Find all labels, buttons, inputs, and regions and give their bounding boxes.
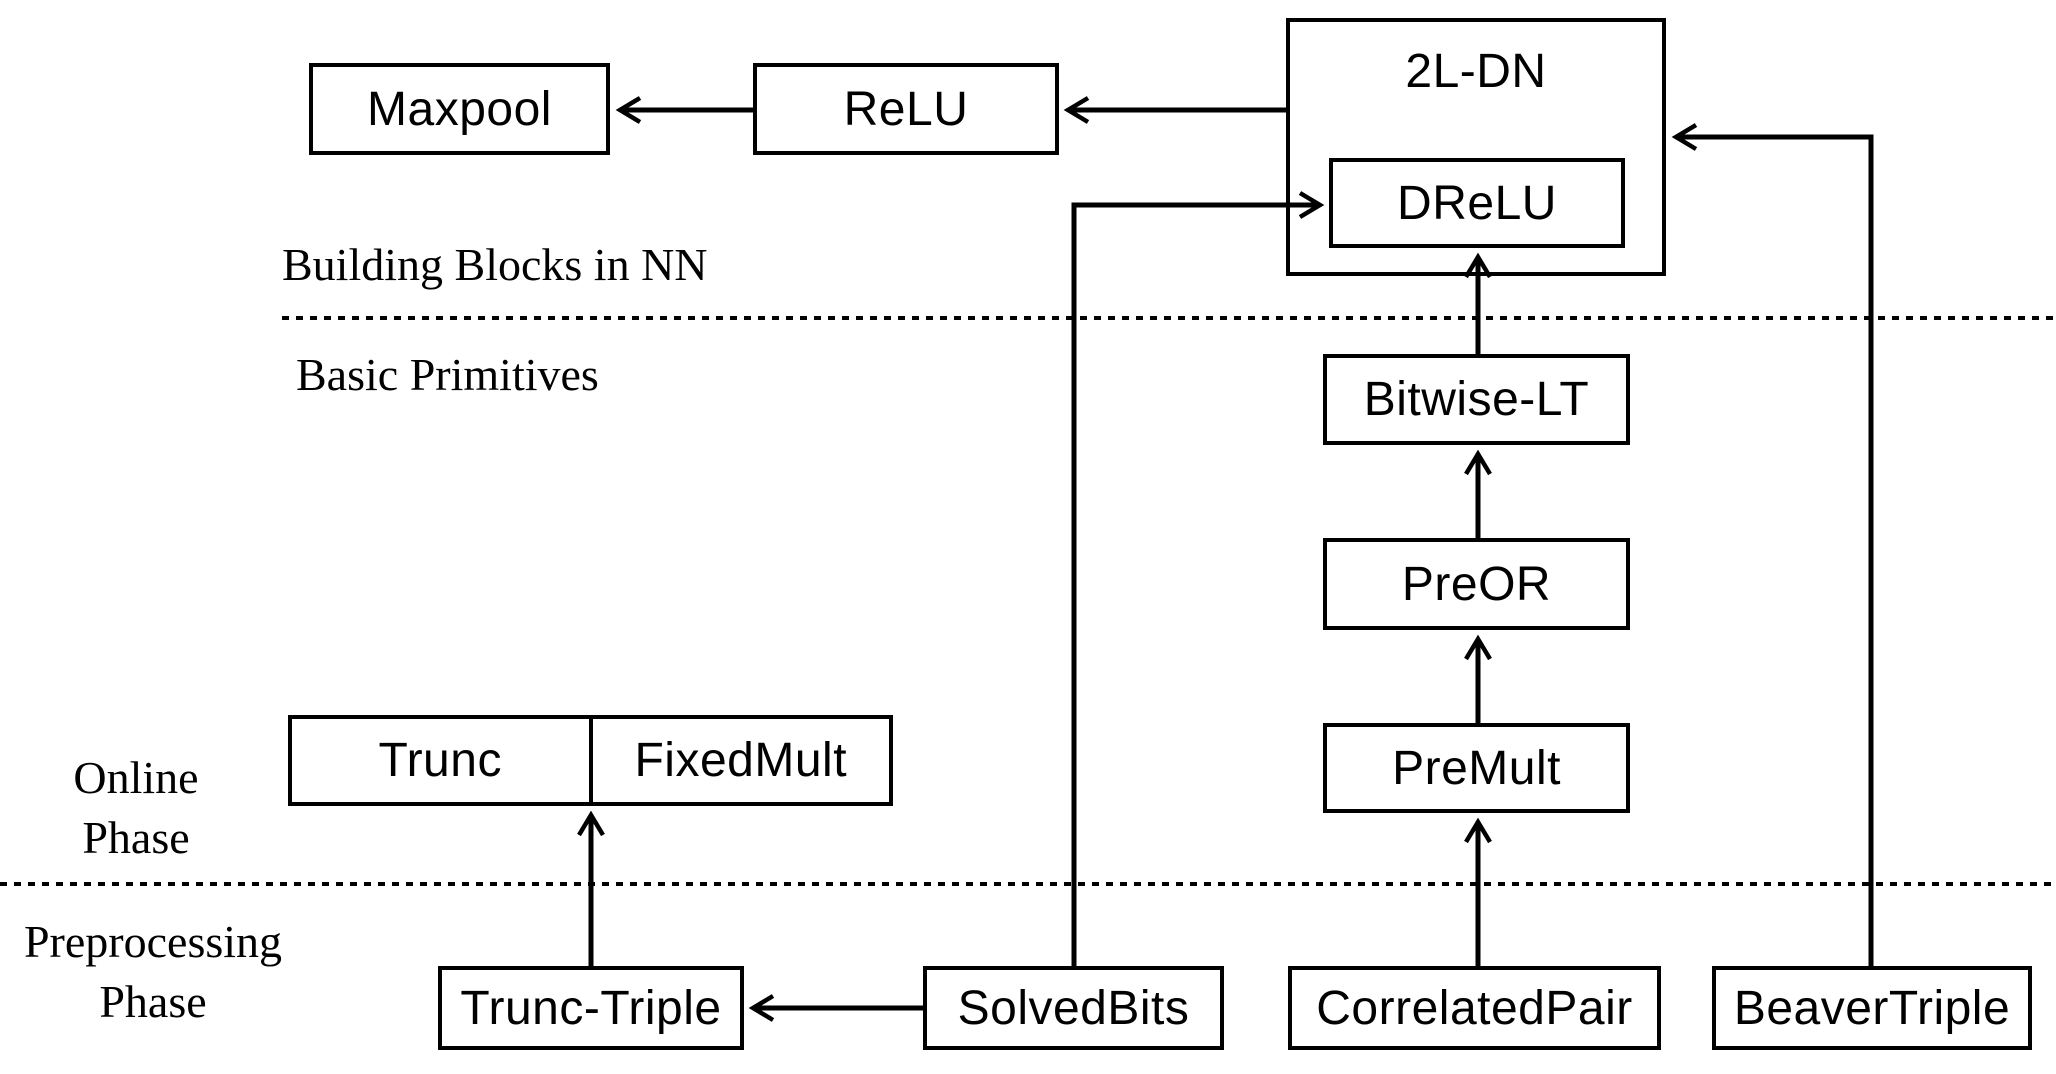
node-bitwise-lt: Bitwise-LT bbox=[1323, 354, 1630, 445]
node-correlatedpair-label: CorrelatedPair bbox=[1316, 981, 1633, 1035]
node-relu: ReLU bbox=[753, 63, 1059, 155]
node-drelu: DReLU bbox=[1329, 158, 1625, 248]
node-trunc-label: Trunc bbox=[378, 734, 502, 787]
node-solvedbits: SolvedBits bbox=[923, 966, 1224, 1050]
section-label-basic-primitives: Basic Primitives bbox=[296, 349, 599, 400]
node-preor: PreOR bbox=[1323, 538, 1630, 630]
online-phase-line1: Online bbox=[73, 752, 199, 803]
section-label-building-blocks: Building Blocks in NN bbox=[282, 239, 708, 290]
node-premult: PreMult bbox=[1323, 723, 1630, 813]
edge-solvedbits-to-drelu bbox=[1071, 191, 1325, 966]
node-trunc-triple-label: Trunc-Triple bbox=[460, 981, 722, 1035]
node-bitwise-lt-label: Bitwise-LT bbox=[1363, 373, 1590, 426]
node-2ldn: 2L-DN bbox=[1286, 18, 1666, 276]
preprocessing-phase-line2: Phase bbox=[99, 976, 207, 1027]
node-correlatedpair: CorrelatedPair bbox=[1288, 966, 1661, 1050]
trunc-fixedmult-cells: Trunc FixedMult bbox=[292, 719, 889, 802]
node-fixedmult: FixedMult bbox=[593, 719, 890, 802]
node-beavertriple: BeaverTriple bbox=[1712, 966, 2032, 1050]
node-preor-label: PreOR bbox=[1401, 557, 1552, 611]
node-relu-label: ReLU bbox=[843, 82, 969, 136]
node-fixedmult-label: FixedMult bbox=[634, 734, 848, 787]
node-2ldn-label: 2L-DN bbox=[1405, 45, 1547, 98]
section-label-preprocessing-phase: Preprocessing Phase bbox=[5, 912, 301, 1032]
section-label-online-phase: Online Phase bbox=[40, 748, 232, 868]
online-phase-line2: Phase bbox=[82, 812, 190, 863]
node-trunc: Trunc bbox=[292, 719, 593, 802]
preprocessing-phase-line1: Preprocessing bbox=[23, 916, 283, 967]
node-trunc-triple: Trunc-Triple bbox=[438, 966, 744, 1050]
node-trunc-fixedmult-group: Trunc FixedMult bbox=[288, 715, 893, 806]
node-beavertriple-label: BeaverTriple bbox=[1733, 981, 2011, 1035]
node-solvedbits-label: SolvedBits bbox=[957, 981, 1190, 1035]
node-maxpool-label: Maxpool bbox=[367, 82, 552, 136]
node-maxpool: Maxpool bbox=[309, 63, 610, 155]
edge-beavertriple-to-2ldn bbox=[1671, 123, 1874, 966]
node-premult-label: PreMult bbox=[1392, 741, 1561, 795]
node-drelu-label: DReLU bbox=[1397, 176, 1557, 230]
